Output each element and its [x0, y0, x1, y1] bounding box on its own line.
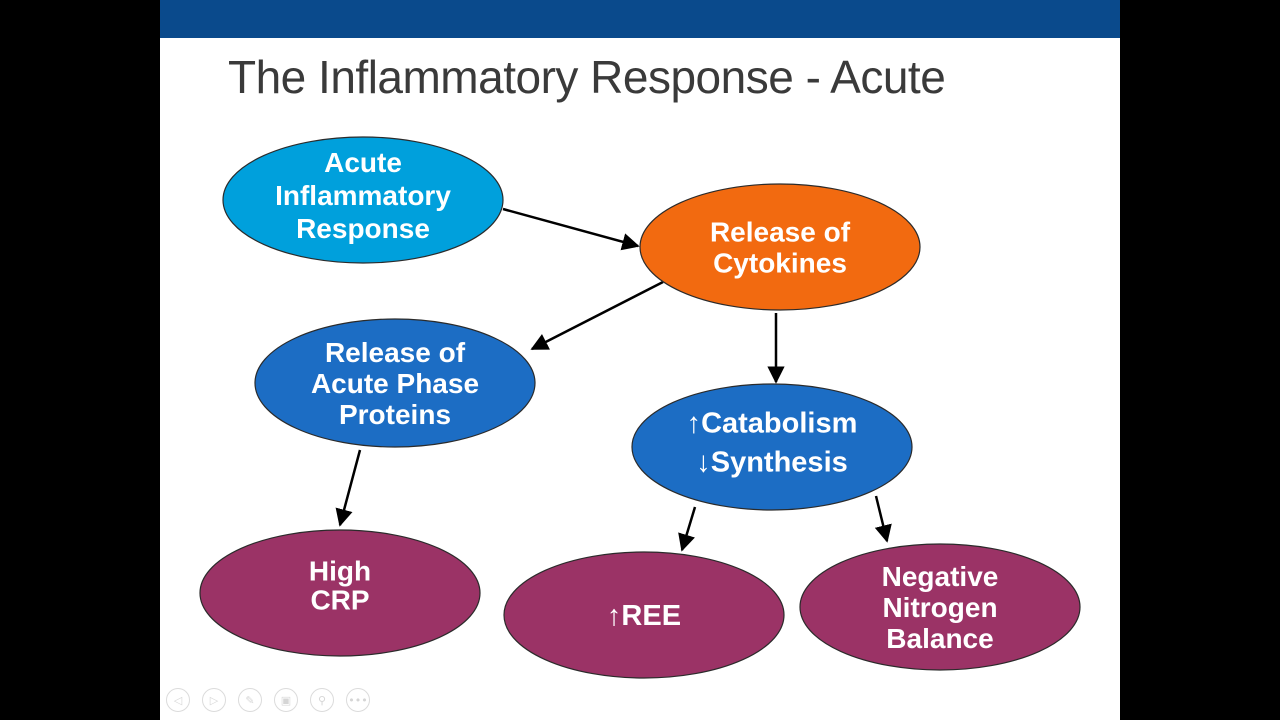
- node-app-label: Acute Phase: [311, 368, 479, 399]
- node-acute-label: Inflammatory: [275, 180, 451, 211]
- node-cytokines-label: Release of: [710, 216, 851, 247]
- arrow-acute-to-cytokines: [502, 207, 640, 251]
- node-nnb-label: Nitrogen: [882, 592, 997, 623]
- more-icon[interactable]: •••: [346, 688, 370, 712]
- node-crp-ellipse: [199, 529, 481, 657]
- node-crp-label: CRP: [310, 584, 369, 615]
- node-crp-label: High: [309, 555, 371, 586]
- player-controls: ◁ ▷ ✎ ▣ ⚲ •••: [166, 688, 370, 714]
- node-acute-label: Response: [296, 213, 430, 244]
- arrow-catab-to-nnb: [874, 495, 892, 543]
- pen-icon[interactable]: ✎: [238, 688, 262, 712]
- node-nnb-ellipse: [799, 543, 1081, 671]
- zoom-icon[interactable]: ⚲: [310, 688, 334, 712]
- node-ree: ↑REE: [503, 551, 785, 679]
- node-app-label: Release of: [325, 337, 466, 368]
- arrow-catab-to-ree: [678, 506, 697, 552]
- node-catab-label: ↓Synthesis: [696, 447, 848, 479]
- node-catab: ↑Catabolism ↓Synthesis: [631, 383, 913, 511]
- node-ree-ellipse: [503, 551, 785, 679]
- next-icon[interactable]: ▷: [202, 688, 226, 712]
- node-ree-label: ↑REE: [607, 600, 681, 632]
- node-app-ellipse: [254, 318, 536, 448]
- node-cytokines-label: Cytokines: [713, 247, 847, 278]
- node-acute-label: Acute: [324, 147, 402, 178]
- node-acute-ellipse: [222, 136, 504, 264]
- top-banner: [160, 0, 1120, 38]
- arrow-app-to-crp: [335, 449, 362, 527]
- node-nnb-label: Balance: [886, 623, 993, 654]
- previous-icon[interactable]: ◁: [166, 688, 190, 712]
- node-catab-label: ↑Catabolism: [687, 408, 858, 440]
- slide-title: The Inflammatory Response - Acute: [228, 51, 946, 103]
- slides-icon[interactable]: ▣: [274, 688, 298, 712]
- arrow-cytokines-to-app: [530, 280, 664, 351]
- node-cytokines-ellipse: [639, 183, 921, 311]
- node-nnb-label: Negative: [882, 561, 999, 592]
- node-app-label: Proteins: [339, 399, 451, 430]
- node-catab-ellipse: [631, 383, 913, 511]
